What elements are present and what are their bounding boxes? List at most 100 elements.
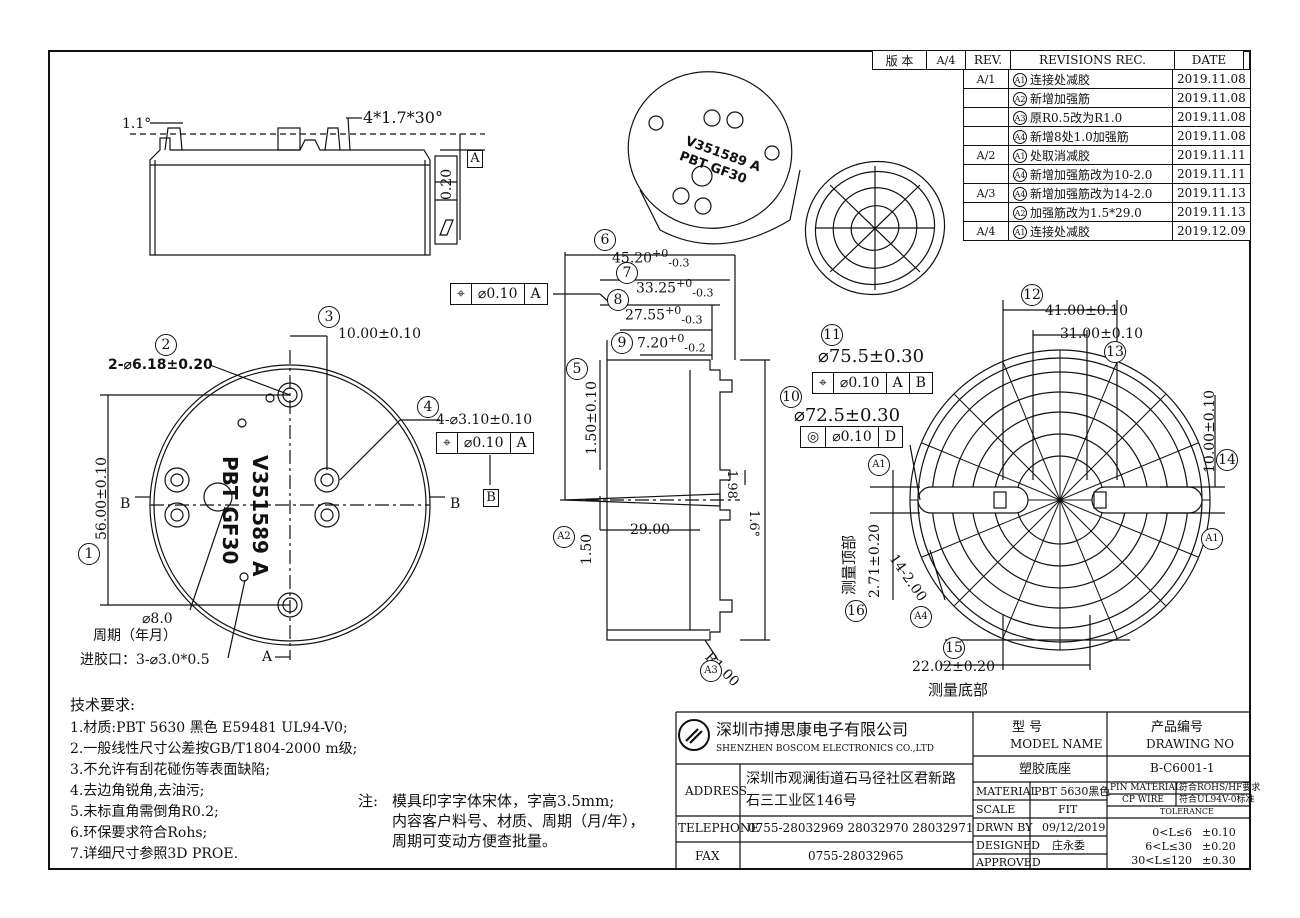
tol-range: 30<L≤120 [1131,854,1192,867]
title-block-frame [675,711,1251,870]
front-view [100,335,495,660]
tech-req-item: 4.去边角锐角,去油污; [70,783,205,799]
rev-date: 2019.11.11 [1172,145,1251,165]
rev-cell: A/1 [963,69,1009,89]
dim-angle-1-1: 1.1° [122,116,152,132]
dim-33-25: 33.25+0-0.3 [636,277,714,300]
side-view [130,117,485,256]
tech-req-list: 1.材质:PBT 5630 黑色 E59481 UL94-V0; 2.一般线性尺寸… [70,718,357,865]
material-value: PBT 5630黑色 [1034,785,1111,798]
drawn-label: DRWN BY [976,821,1033,834]
rev-cell [963,126,1009,146]
balloon-7: 7 [616,262,638,284]
dim-10: 10.00±0.10 [338,326,421,342]
drawing-border [48,50,1251,870]
rev-mark-icon: A1 [1013,225,1027,239]
front-fcf: ⌖ ⌀0.10 A [436,432,534,454]
tolerance-row: 0<L≤6±0.10 [1122,826,1235,840]
revision-table: 版 本 A/4 REV. REVISIONS REC. DATE [872,50,1244,70]
address-line-2: 石三工业区146号 [746,793,857,809]
rev-cell: A/3 [963,183,1009,203]
rev-date: 2019.11.08 [1172,88,1251,108]
rev-marker-a1-left: A1 [868,454,890,476]
telephone-label: TELEPHONE [678,821,760,835]
dia-8: ⌀8.0 [142,611,173,627]
pin-material-label: PIN MATERIAL: [1110,783,1184,793]
rev-desc: 新增8处1.0加强筋 [1030,129,1129,144]
section-view [553,252,770,661]
rev-marker-a3: A3 [700,660,722,682]
dim-1-50: 1.50 [579,533,595,565]
designed-value: 庄永委 [1052,839,1085,852]
position-icon: ⌖ [813,373,834,393]
rev-marker-a2: A2 [553,526,575,548]
rev-cell [963,88,1009,108]
company-en: SHENZHEN BOSCOM ELECTRONICS CO.,LTD [716,744,934,754]
rev-mark-icon: A2 [1013,206,1027,220]
rev-mark-icon: A1 [1013,149,1027,163]
rev-mark-icon: A2 [1013,92,1027,106]
note-line-1: 模具印字字体宋体，字高3.5mm; [392,792,615,810]
balloon-14: 14 [1216,449,1238,471]
rev-cell: A/2 [963,145,1009,165]
rev-date: 2019.12.09 [1172,221,1251,241]
tol-range: 6<L≤30 [1145,840,1192,853]
bottom-fcf1-datum2: B [915,375,926,391]
dim-7-20: 7.20+0-0.2 [637,332,706,355]
rev-cell: A/4 [963,221,1009,241]
dim-29: 29.00 [630,522,671,538]
tech-req-item: 1.材质:PBT 5630 黑色 E59481 UL94-V0; [70,720,348,736]
rev-marker-a4: A4 [910,606,932,628]
balloon-8: 8 [607,289,629,311]
tolerance-row: 30<L≤120±0.30 [1122,854,1235,868]
company-cn: 深圳市搏思康电子有限公司 [716,720,909,739]
section-fcf-datum: A [530,286,541,302]
section-fcf-tol: ⌀0.10 [472,284,525,304]
rev-date: 2019.11.13 [1172,183,1251,203]
tech-req-item: 5.未标直角需倒角R0.2; [70,804,219,820]
note-label: 注: [358,792,379,810]
bottom-fcf-2: ◎ ⌀0.10 D [800,426,904,448]
balloon-9: 9 [611,332,633,354]
date-header: DATE [1174,50,1244,70]
rev-date: 2019.11.08 [1172,69,1251,89]
section-b-right: B [450,496,461,512]
dim-1-50-tol: 1.50±0.10 [584,380,600,455]
position-icon: ⌖ [437,433,458,453]
balloon-6: 6 [594,229,616,251]
measure-bottom: 测量底部 [928,681,989,699]
balloon-11: 11 [821,324,843,346]
tolerance-label: TOLERANCE [1160,807,1214,816]
tol-value: ±0.20 [1202,840,1236,853]
balloon-2: 2 [155,334,177,356]
concentricity-icon: ◎ [801,427,827,447]
rev-mark-icon: A4 [1013,168,1027,182]
tolerance-row: 6<L≤30 ±0.20 [1122,840,1236,854]
rev-desc: 处取消减胶 [1030,148,1091,163]
rev-desc: 新增加强筋 [1030,91,1091,106]
rev-header: REV. [965,50,1011,70]
gate-label: 进胶口：3-⌀3.0*0.5 [80,652,210,668]
tech-req-item: 2.一般线性尺寸公差按GB/T1804-2000 m级; [70,741,358,757]
company-logo-icon [678,719,710,751]
rev-mark-icon: A3 [1013,111,1027,125]
rev-marker-a1-right: A1 [1201,528,1223,550]
fax-value: 0755-28032965 [808,849,904,863]
designed-label: DESIGNED [976,839,1040,852]
dim-small-holes: 4-⌀3.10±0.10 [436,412,533,428]
front-fcf-tol: ⌀0.10 [458,433,511,453]
